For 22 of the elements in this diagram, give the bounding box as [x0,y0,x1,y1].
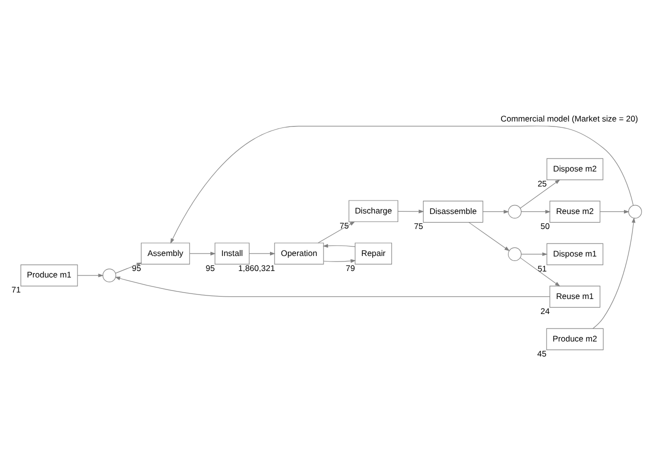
arrow [398,210,424,214]
arrow [600,210,630,214]
arrow [323,259,356,263]
arrow [77,274,104,278]
arrow [322,244,356,248]
arrow [249,252,276,256]
node-circle [102,268,116,282]
arrow [115,262,142,274]
arrow [318,221,356,244]
arrow [521,210,551,214]
arrow [189,252,216,256]
node-circle [508,204,522,218]
node-circle [508,247,522,261]
node-circle [628,204,642,218]
arrow [520,258,560,287]
arrow [482,210,510,214]
arrow [114,276,550,297]
arrow [170,126,634,244]
arrow [592,217,636,329]
arrow [468,222,510,252]
arrow [520,179,560,208]
arrow [521,252,548,256]
